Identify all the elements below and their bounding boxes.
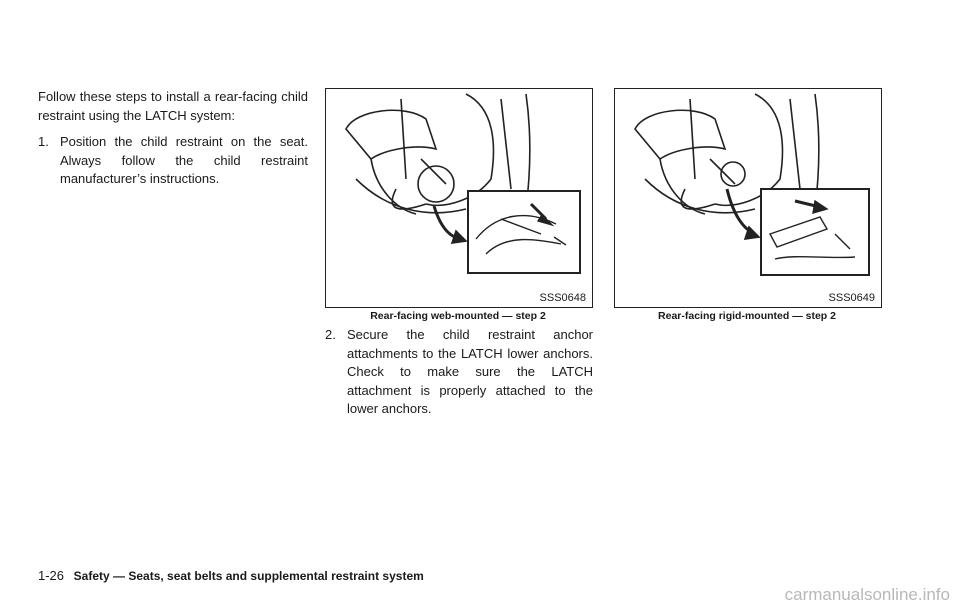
figure-caption: Rear-facing web-mounted — step 2 <box>370 310 546 322</box>
figure-web-mounted: SSS0648 <box>325 88 593 308</box>
page-footer: 1-26 Safety — Seats, seat belts and supp… <box>38 568 424 583</box>
step-2-number: 2. <box>325 327 336 342</box>
section-title: Safety — Seats, seat belts and supplemen… <box>73 569 424 583</box>
step-2-text: Secure the child restraint anchor attach… <box>347 327 593 416</box>
figure-code: SSS0649 <box>828 292 875 304</box>
intro-paragraph: Follow these steps to install a rear-fac… <box>38 89 308 123</box>
step-1-number: 1. <box>38 134 49 149</box>
step-1-text: Position the child restraint on the seat… <box>60 134 308 186</box>
figure-rigid-mounted: SSS0649 <box>614 88 882 308</box>
page-number: 1-26 <box>38 568 65 583</box>
middle-column: 2. Secure the child restraint anchor att… <box>325 326 593 419</box>
step-1: 1. Position the child restraint on the s… <box>38 133 308 189</box>
step-2: 2. Secure the child restraint anchor att… <box>325 326 593 419</box>
figure-caption: Rear-facing rigid-mounted — step 2 <box>658 310 836 322</box>
left-column: Follow these steps to install a rear-fac… <box>38 88 308 189</box>
seat-illustration-rigid <box>634 93 870 276</box>
watermark: carmanualsonline.info <box>784 585 950 604</box>
seat-illustration-web <box>345 93 581 274</box>
figure-code: SSS0648 <box>539 292 586 304</box>
